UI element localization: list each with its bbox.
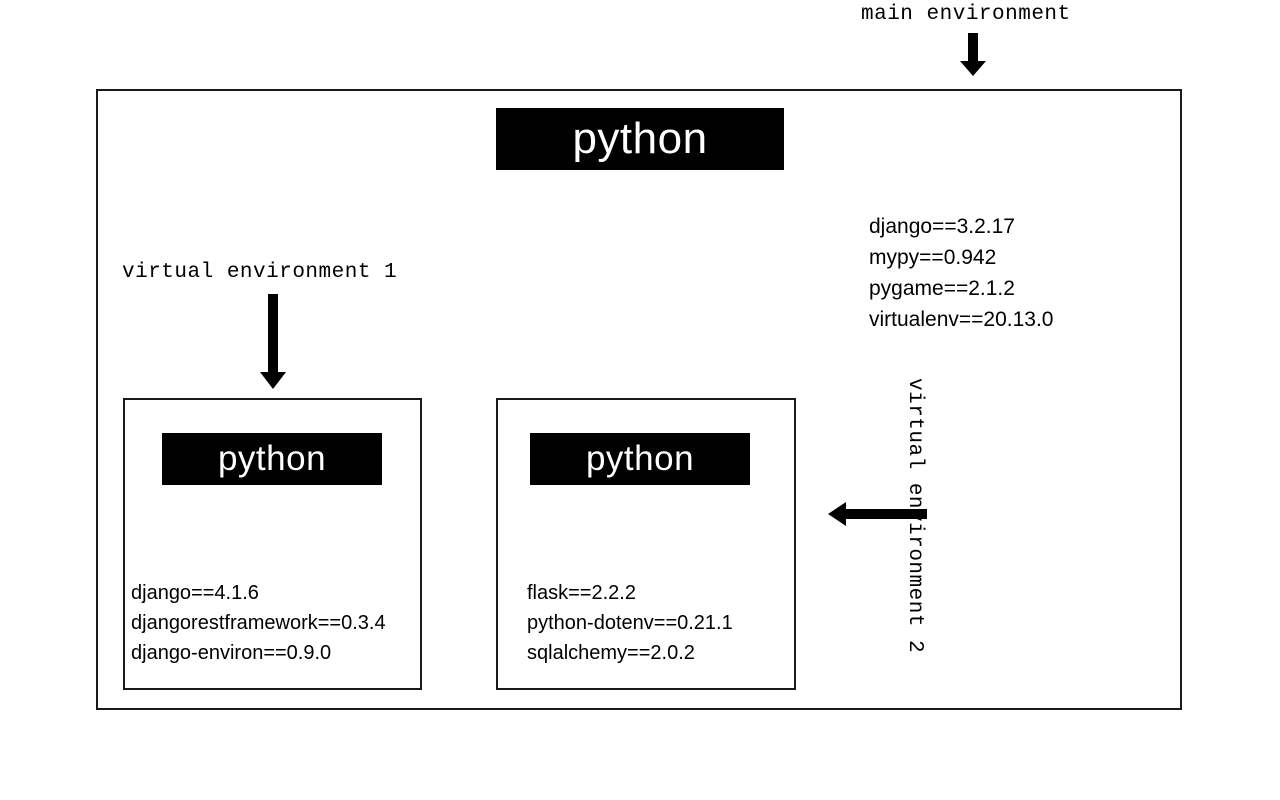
package-item: django-environ==0.9.0 [131,642,332,664]
python-logo-venv1: python [162,433,382,485]
package-item: sqlalchemy==2.0.2 [527,642,695,664]
main-environment-label: main environment [861,3,1071,26]
package-item: virtualenv==20.13.0 [869,308,1054,331]
package-item: django==4.1.6 [131,582,259,604]
python-logo-main: python [496,108,784,170]
package-item: django==3.2.17 [869,215,1015,238]
virtual-environment-2-label: virtual environment 2 [903,378,926,654]
virtual-environment-2-package-list: flask==2.2.2 python-dotenv==0.21.1 sqlal… [527,578,733,668]
arrow-left-icon [828,498,928,530]
virtual-environment-1-label: virtual environment 1 [122,261,398,284]
arrow-down-icon [958,33,988,77]
package-item: djangorestframework==0.3.4 [131,612,386,634]
package-item: pygame==2.1.2 [869,277,1015,300]
arrow-down-icon [258,294,288,390]
package-item: flask==2.2.2 [527,582,636,604]
virtual-environment-1-package-list: django==4.1.6 djangorestframework==0.3.4… [131,578,386,668]
python-logo-venv2: python [530,433,750,485]
package-item: mypy==0.942 [869,246,997,269]
main-environment-package-list: django==3.2.17 mypy==0.942 pygame==2.1.2… [869,211,1053,335]
package-item: python-dotenv==0.21.1 [527,612,733,634]
